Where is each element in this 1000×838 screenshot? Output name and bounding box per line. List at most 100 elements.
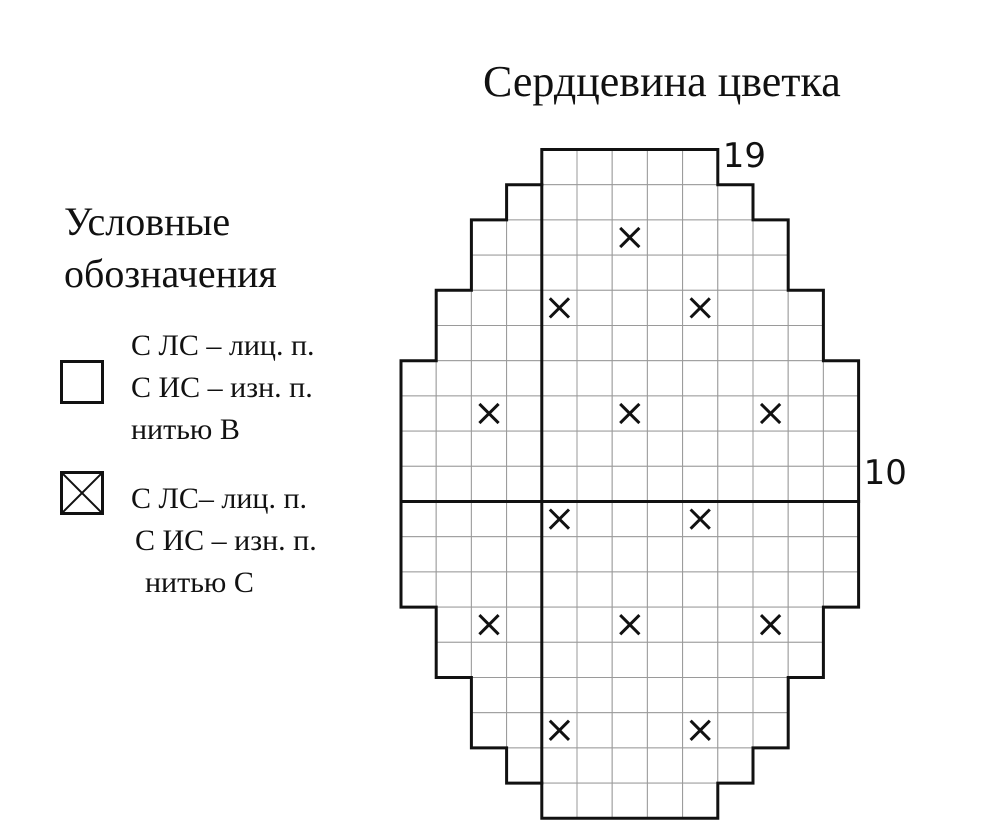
chart-cell	[541, 325, 578, 362]
chart-cell	[822, 395, 860, 432]
chart-cell	[541, 782, 578, 819]
chart-cell	[682, 430, 719, 467]
legend-heading: Условные обозначения	[64, 196, 364, 300]
chart-outline	[399, 148, 861, 820]
chart-cell	[506, 712, 543, 749]
chart-cell	[822, 501, 860, 538]
chart-cell	[646, 747, 684, 784]
chart-cell	[752, 289, 789, 326]
chart-cell	[435, 430, 472, 467]
chart-cell	[752, 465, 789, 502]
chart-cell	[506, 184, 543, 221]
chart-cell	[611, 289, 648, 326]
chart-cell	[541, 184, 578, 221]
chart-cell	[576, 149, 613, 186]
chart-cell	[506, 571, 543, 608]
contrast-stitch-mark	[689, 719, 711, 741]
chart-cell	[646, 430, 684, 467]
chart-cell	[576, 641, 613, 678]
chart-cell	[611, 536, 648, 573]
chart-cell	[752, 360, 789, 397]
chart-cell	[646, 677, 684, 714]
chart-cell	[470, 712, 508, 749]
chart-cell	[611, 254, 648, 291]
chart-cell	[541, 219, 578, 256]
chart-cell	[506, 606, 543, 643]
contrast-stitch-mark	[478, 402, 500, 425]
chart-cell	[752, 712, 789, 749]
chart-cell	[611, 149, 648, 186]
chart-cell	[646, 782, 684, 819]
chart-cell	[682, 149, 719, 186]
chart-cell	[646, 254, 684, 291]
chart-cell	[541, 571, 578, 608]
chart-title: Сердцевина цветка	[483, 57, 841, 106]
chart-cell	[717, 571, 754, 608]
chart-cell	[752, 677, 789, 714]
contrast-stitch-mark	[548, 508, 571, 530]
chart-cell	[717, 641, 754, 678]
crossed-square-icon	[60, 471, 104, 515]
chart-cell	[752, 325, 789, 362]
chart-cell	[682, 571, 719, 608]
chart-cell	[717, 360, 754, 397]
chart-cell	[611, 465, 648, 502]
chart-cell	[717, 677, 754, 714]
chart-cell	[470, 430, 508, 467]
chart-cell	[646, 501, 684, 538]
chart-cell	[646, 184, 684, 221]
cross-mark-icon	[63, 474, 101, 512]
chart-cell	[787, 641, 824, 678]
chart-cell	[611, 571, 648, 608]
chart-cell	[787, 571, 824, 608]
chart-cell	[541, 747, 578, 784]
chart-cell	[717, 606, 754, 643]
chart-cell	[787, 430, 824, 467]
chart-cell	[576, 677, 613, 714]
chart-cell	[506, 395, 543, 432]
chart-cell	[682, 184, 719, 221]
row-number-label: 19	[723, 136, 766, 176]
chart-cell	[682, 606, 719, 643]
chart-cell	[611, 430, 648, 467]
chart-cell	[717, 747, 754, 784]
chart-cell	[752, 430, 789, 467]
chart-cell	[506, 677, 543, 714]
legend-item-main-yarn: С ЛС – лиц. п. С ИС – изн. п. нитью В	[131, 325, 315, 451]
chart-cell	[576, 289, 613, 326]
chart-cell	[506, 219, 543, 256]
chart-cell	[611, 360, 648, 397]
chart-cell	[506, 325, 543, 362]
chart-cell	[506, 289, 543, 326]
chart-cell	[576, 395, 613, 432]
chart-cell	[611, 747, 648, 784]
chart-cell	[682, 219, 719, 256]
chart-cell	[682, 395, 719, 432]
chart-cell	[506, 430, 543, 467]
chart-cell	[576, 325, 613, 362]
chart-cell	[541, 149, 578, 186]
chart-cell	[470, 641, 508, 678]
chart-cell	[822, 465, 860, 502]
chart-cell	[576, 360, 613, 397]
chart-cell	[717, 325, 754, 362]
chart-cell	[646, 289, 684, 326]
chart-cell	[752, 219, 789, 256]
chart-cell	[576, 430, 613, 467]
chart-cell	[717, 712, 754, 749]
contrast-stitch-mark	[689, 297, 711, 319]
chart-cell	[470, 289, 508, 326]
chart-cell	[682, 325, 719, 362]
chart-cell	[506, 254, 543, 291]
chart-cell	[506, 536, 543, 573]
chart-cell	[752, 254, 789, 291]
chart-cell	[717, 536, 754, 573]
chart-cell	[470, 254, 508, 291]
chart-cell	[646, 325, 684, 362]
chart-cell	[682, 677, 719, 714]
chart-cell	[435, 360, 472, 397]
contrast-stitch-mark	[619, 402, 641, 425]
chart-cell	[611, 641, 648, 678]
legend-line: С ИС – изн. п.	[135, 524, 317, 557]
chart-cell	[435, 641, 472, 678]
